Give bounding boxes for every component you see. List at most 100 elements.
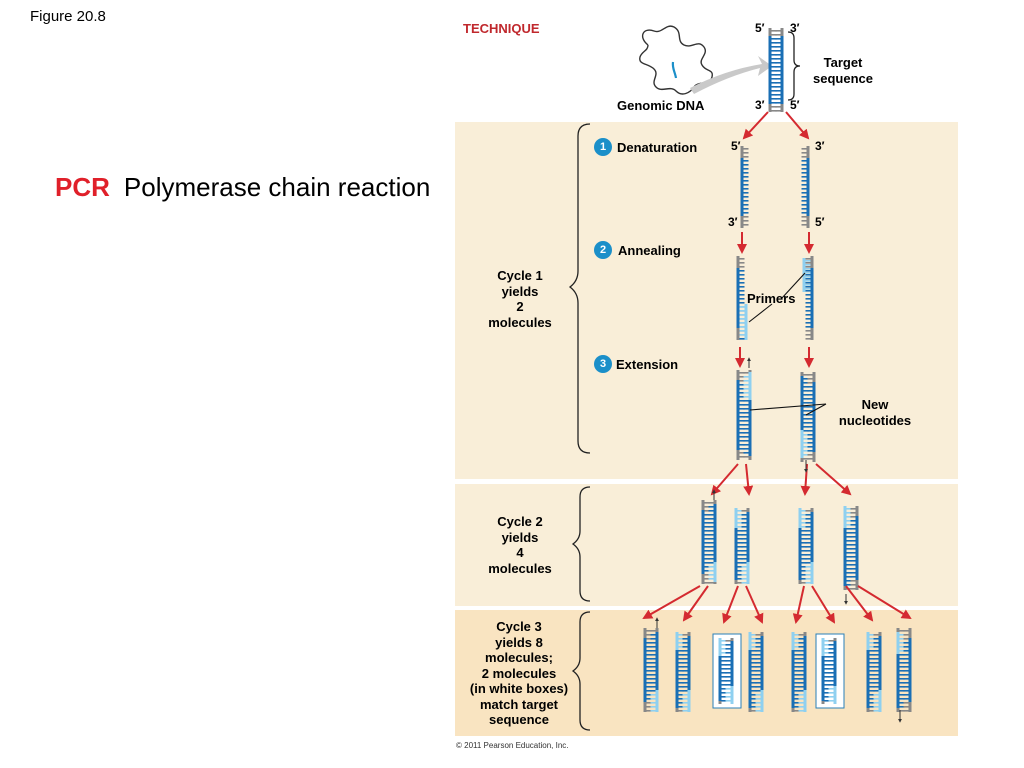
cycle2-molecule-1-b — [708, 500, 717, 584]
cycle3-molecule-1-a — [643, 628, 652, 712]
arrow-c2-2 — [743, 463, 754, 496]
genomic-dna-label: Genomic DNA — [617, 98, 705, 113]
primers-callout-left — [748, 303, 773, 323]
primer-left — [739, 304, 748, 340]
arrow-c3-5 — [792, 585, 805, 624]
cycle-1-line: 2 — [516, 299, 524, 314]
cycle-1-line: Cycle 1 — [497, 268, 543, 283]
cycle-1-line: yields — [501, 283, 539, 299]
arrow-c3-7 — [845, 585, 874, 622]
cycle-1-brace — [568, 123, 591, 454]
step-3-badge: 3 — [594, 355, 612, 373]
cycle-2-line: 4 — [516, 545, 524, 560]
cycle-3-line: yields 8 — [495, 634, 543, 650]
primers-label: Primers — [747, 291, 796, 306]
arrow-c3-8 — [857, 585, 912, 620]
target-end-5-bottom: 5′ — [790, 98, 800, 112]
arrow-split-left — [742, 111, 769, 140]
target-duplex-b — [775, 28, 784, 112]
cycle-2-brace — [571, 486, 591, 602]
cycle-3-label: Cycle 3 yields 8 molecules; 2 molecules … — [460, 619, 578, 728]
denature-end-left-top: 5′ — [731, 139, 741, 153]
target-sequence-label: Target sequence — [808, 55, 878, 86]
cycle3-molecule-2-a — [675, 632, 684, 712]
cycle-3-line: (in white boxes) — [469, 681, 569, 696]
cycle3-molecule-6-b — [828, 638, 837, 704]
step-1-badge: 1 — [594, 138, 612, 156]
arrow-c3-6 — [811, 585, 836, 624]
arrow-c3-4 — [745, 585, 764, 624]
cycle2-molecule-2-b — [741, 508, 750, 584]
cycle1-molecule-2-b — [807, 372, 816, 462]
cycle3-molecule-3-b — [725, 638, 734, 704]
cycle-2-label: Cycle 2 yields 4 molecules — [470, 514, 570, 576]
cycle-2-line: yields — [501, 529, 539, 545]
page-title: PCR Polymerase chain reaction — [55, 172, 430, 203]
copyright-notice: © 2011 Pearson Education, Inc. — [456, 741, 569, 750]
cycle-1-line: molecules — [488, 314, 552, 330]
cycle2-molecule-1-a — [701, 500, 710, 584]
cycle3-molecule-1-b — [650, 628, 659, 712]
cycle3-molecule-2-b — [682, 632, 691, 712]
cycle2-molecule-4-b — [850, 506, 859, 590]
primer-right — [802, 258, 811, 292]
genomic-to-target-arrow — [690, 56, 772, 94]
cycle1-molecule-1-b — [743, 370, 752, 460]
pcr-full-name: Polymerase chain reaction — [123, 172, 431, 202]
cycle2-molecule-3-b — [805, 508, 814, 584]
cycle3-molecule-8-a — [896, 628, 905, 712]
cycle-3-line: match target — [479, 696, 559, 712]
arrow-c3-3 — [722, 585, 739, 624]
cycle2-molecule-4-a — [843, 506, 852, 590]
cycle-1-label: Cycle 1 yields 2 molecules — [470, 268, 570, 330]
cycle3-molecule-3-a — [718, 638, 727, 704]
primers-callout-right — [781, 272, 806, 299]
cycle-3-line: sequence — [489, 712, 549, 727]
cycle3-molecule-7-b — [873, 632, 882, 712]
cycle3-molecule-5-b — [798, 632, 807, 712]
cycle3-molecule-7-a — [866, 632, 875, 712]
cycle-3-brace — [571, 611, 591, 731]
cycle1-molecule-2-a — [800, 372, 809, 462]
denatured-strand-left — [740, 146, 749, 228]
pcr-abbreviation: PCR — [55, 172, 110, 202]
new-nucleotides-label: New nucleotides — [832, 397, 918, 428]
match-box-2 — [815, 633, 845, 709]
figure-label: Figure 20.8 — [30, 8, 106, 25]
step-denaturation-label: Denaturation — [617, 140, 698, 155]
step-annealing-label: Annealing — [618, 243, 681, 258]
technique-heading: TECHNIQUE — [463, 21, 540, 36]
cycle-3-line: molecules; — [485, 650, 553, 665]
target-end-3-top: 3′ — [790, 21, 800, 35]
arrow-c2-4 — [815, 463, 852, 496]
target-duplex-a — [768, 28, 777, 112]
cycle3-molecule-8-b — [903, 628, 912, 712]
arrow-c2-1 — [710, 463, 739, 496]
arrow-c3-1 — [642, 585, 701, 619]
cycle3-molecule-4-a — [748, 632, 757, 712]
target-sequence-brace — [787, 31, 801, 101]
cycle1-molecule-1-a — [736, 370, 745, 460]
cycle3-molecule-5-a — [791, 632, 800, 712]
denature-end-right-bottom: 5′ — [815, 215, 825, 229]
new-nucleotides-line2: nucleotides — [838, 412, 912, 428]
genomic-dna-squiggle — [639, 25, 714, 95]
cycle-2-panel — [455, 484, 958, 606]
cycle-2-line: Cycle 2 — [497, 514, 543, 529]
target-end-5-top: 5′ — [755, 21, 765, 35]
cycle3-molecule-6-a — [821, 638, 830, 704]
target-label-line1: Target — [823, 55, 863, 70]
new-nucleotides-callout-right — [805, 403, 827, 416]
cycle2-molecule-3-a — [798, 508, 807, 584]
cycle2-molecule-2-a — [734, 508, 743, 584]
denature-end-right-top: 3′ — [815, 139, 825, 153]
cycle3-molecule-4-b — [755, 632, 764, 712]
cycle-3-line: Cycle 3 — [496, 619, 542, 634]
match-box-1 — [712, 633, 742, 709]
denature-end-left-bottom: 3′ — [728, 215, 738, 229]
new-nucleotides-callout-left — [749, 403, 827, 411]
cycle-1-panel — [455, 122, 958, 479]
cycle-2-line: molecules — [488, 560, 552, 576]
cycle-3-line: 2 molecules — [481, 665, 557, 681]
